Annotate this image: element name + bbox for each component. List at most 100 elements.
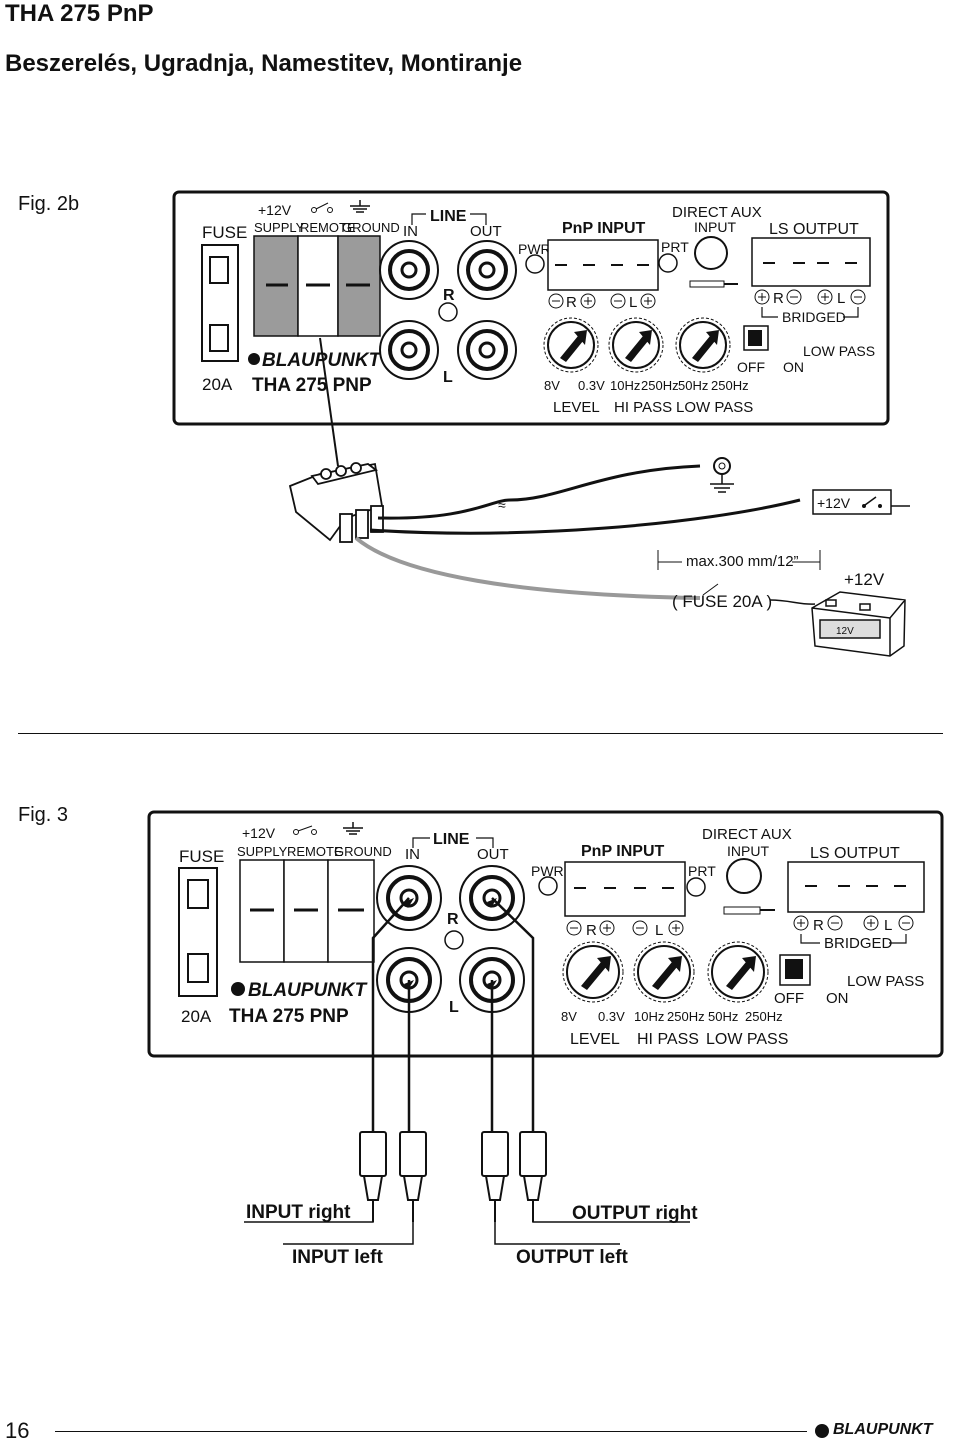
lowpass-knob (675, 317, 731, 373)
rca-out-right (457, 240, 517, 300)
hipass-label-3: HI PASS (637, 1031, 699, 1048)
remote-label-3: REMOTE (287, 844, 343, 859)
ls-r-label-3: R (813, 917, 824, 934)
line-in-label: IN (403, 223, 418, 240)
ground-icon (343, 822, 363, 835)
rca-plug-output-right (519, 1131, 547, 1222)
hipass-label: HI PASS (614, 399, 672, 416)
model-label: THA 275 PNP (252, 375, 372, 396)
svg-text:≈: ≈ (498, 497, 506, 513)
page-title: THA 275 PnP (5, 0, 154, 27)
page-subtitle: Beszerelés, Ugradnja, Namestitev, Montir… (5, 50, 523, 77)
hipass-max-label-3: 250Hz (667, 1009, 705, 1024)
page-number: 16 (5, 1418, 30, 1443)
ls-r-label: R (773, 290, 784, 307)
hipass-min-label-3: 10Hz (634, 1009, 664, 1024)
input-left-label: INPUT left (292, 1247, 383, 1268)
prt-label: PRT (661, 239, 689, 255)
line-out-label-3: OUT (477, 846, 509, 863)
remote-label: REMOTE (300, 220, 356, 235)
off-label-3: OFF (774, 990, 804, 1007)
battery-label: 12V (836, 626, 854, 637)
jack-plug-icon (689, 280, 738, 288)
footer-rule (55, 1431, 807, 1432)
level-label-3: LEVEL (570, 1031, 620, 1048)
level-min-label: 8V (544, 378, 560, 393)
lowpass-min-label: 50Hz (678, 378, 708, 393)
prt-label-3: PRT (688, 863, 716, 879)
max-length-label: max.300 mm/12” (686, 553, 799, 570)
level-max-label-3: 0.3V (598, 1009, 625, 1024)
footer-brand: BLAUPUNKT (833, 1421, 933, 1438)
ls-output-label-3: LS OUTPUT (810, 845, 900, 862)
lowpass-label: LOW PASS (676, 399, 753, 416)
direct-aux-label-3: DIRECT AUX (702, 826, 792, 843)
hipass-min-label: 10Hz (610, 378, 640, 393)
lowpass-max-label: 250Hz (711, 378, 749, 393)
pnp-input-label: PnP INPUT (562, 220, 646, 237)
bridged-label-3: BRIDGED (824, 935, 893, 952)
on-label: ON (783, 359, 804, 375)
lowpass-min-label-3: 50Hz (708, 1009, 738, 1024)
rca-in-left (379, 320, 439, 380)
logo-dot-icon (815, 1424, 829, 1438)
level-knob (543, 317, 599, 373)
fuse-rating-3: 20A (181, 1007, 212, 1026)
fuse-rating: 20A (202, 375, 233, 394)
channel-r-label: R (443, 287, 455, 304)
ground-icon (350, 200, 370, 213)
rca-in-right (379, 240, 439, 300)
fig-3-label: Fig. 3 (18, 804, 69, 826)
input-right-label: INPUT right (246, 1202, 351, 1223)
line-label-3: LINE (433, 831, 470, 848)
fuse-label: FUSE (202, 223, 247, 242)
switch-icon (311, 202, 333, 213)
line-label: LINE (430, 208, 467, 225)
pnp-r-label-3: R (586, 922, 597, 939)
rca-plug-output-left (481, 1131, 509, 1222)
level-knob-3 (562, 941, 624, 1003)
hipass-max-label: 250Hz (641, 378, 679, 393)
rca-plug-input-left (399, 1131, 427, 1222)
section-divider (18, 733, 943, 734)
on-label-3: ON (826, 990, 849, 1007)
channel-l-label: L (443, 369, 453, 386)
fig-2b-diagram: FUSE 20A +12V SUPPLY REMOTE GROUND BLAUP… (172, 190, 910, 657)
level-label: LEVEL (553, 399, 600, 416)
direct-aux-input-label: INPUT (694, 219, 736, 235)
battery-icon (811, 591, 906, 657)
direct-aux-label: DIRECT AUX (672, 204, 762, 221)
plus12v-label-3: +12V (242, 825, 276, 841)
bridged-label: BRIDGED (782, 309, 846, 325)
switch-icon (293, 825, 317, 835)
ls-l-label: L (837, 290, 845, 307)
lowpass-knob-3 (707, 941, 769, 1003)
power-connector-plug (288, 462, 384, 543)
output-right-label: OUTPUT right (572, 1203, 698, 1224)
ground-ring-terminal (710, 457, 734, 493)
ground-label-3: GROUND (334, 844, 392, 859)
channel-l-label-3: L (449, 999, 459, 1016)
hipass-knob (608, 317, 664, 373)
low-pass-switch-label-3: LOW PASS (847, 973, 924, 990)
pnp-input-label-3: PnP INPUT (581, 843, 665, 860)
inline-fuse-label: ( FUSE 20A ) (672, 592, 772, 611)
channel-r-label-3: R (447, 911, 459, 928)
fuse-label-3: FUSE (179, 847, 224, 866)
lowpass-label-3: LOW PASS (706, 1031, 788, 1048)
low-pass-switch-label: LOW PASS (803, 343, 875, 359)
rca-out-left (457, 320, 517, 380)
pwr-label-3: PWR (531, 863, 564, 879)
rca-plug-input-right (359, 1131, 387, 1222)
ls-output-label: LS OUTPUT (769, 221, 859, 238)
ground-label: GROUND (342, 220, 400, 235)
supply-label: SUPPLY (254, 220, 305, 235)
fig-2b-label: Fig. 2b (18, 193, 80, 215)
output-left-label: OUTPUT left (516, 1247, 629, 1268)
brand-logo-panel: BLAUPUNKT (262, 350, 382, 371)
fig-3-diagram: FUSE 20A +12V SUPPLY REMOTE GROUND BLAUP… (147, 810, 944, 1268)
direct-aux-input-label-3: INPUT (727, 843, 769, 859)
model-label-3: THA 275 PNP (229, 1006, 349, 1027)
footer-logo: BLAUPUNKT (815, 1421, 959, 1441)
hipass-knob-3 (633, 941, 695, 1003)
